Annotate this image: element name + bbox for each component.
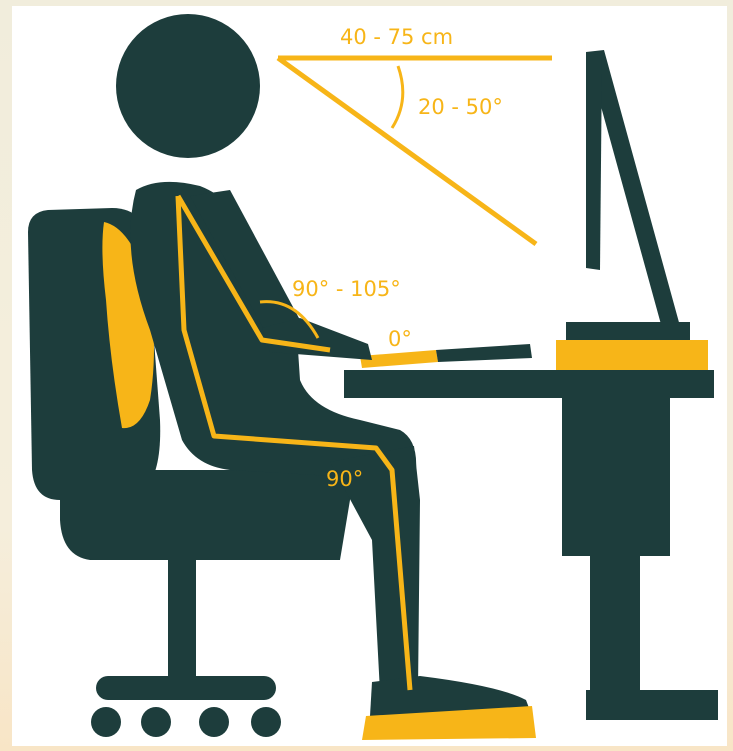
monitor-stand xyxy=(566,322,690,342)
monitor xyxy=(556,50,708,370)
elbow-angle-label: 90° - 105° xyxy=(292,277,401,301)
chair-post xyxy=(168,556,196,636)
desk-top xyxy=(344,370,714,398)
knee-angle-label: 90° xyxy=(326,467,363,491)
desk-leg xyxy=(590,550,640,696)
chair-wheel xyxy=(91,707,121,737)
chair-wheel xyxy=(199,707,229,737)
wrist-angle-label: 0° xyxy=(388,327,412,351)
downward-sightline xyxy=(278,58,536,244)
keyboard xyxy=(360,344,532,368)
chair-wheel xyxy=(141,707,171,737)
person-head xyxy=(116,14,260,158)
desk-drawer-unit xyxy=(562,396,670,556)
chair-seat xyxy=(60,470,350,560)
monitor-back xyxy=(586,52,602,270)
chair-wheel xyxy=(251,707,281,737)
chair-base-stem xyxy=(168,630,196,682)
gaze-angle-label: 20 - 50° xyxy=(418,95,503,119)
gaze-angle-arc xyxy=(392,66,403,128)
desk-foot xyxy=(586,690,718,720)
monitor-riser xyxy=(556,340,708,370)
viewing-distance-label: 40 - 75 cm xyxy=(340,25,453,49)
keyboard-shadow xyxy=(436,344,532,362)
